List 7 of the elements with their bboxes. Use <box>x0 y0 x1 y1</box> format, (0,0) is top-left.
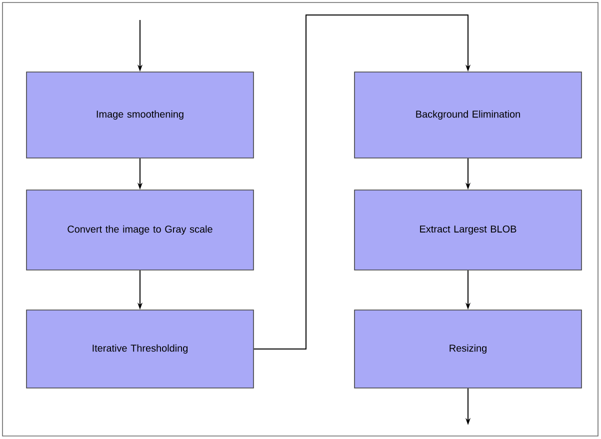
process-box: Convert the image to Gray scale <box>26 190 254 270</box>
arrow <box>253 14 471 350</box>
process-box: Image smoothening <box>26 72 254 158</box>
process-box: Iterative Thresholding <box>26 310 254 388</box>
process-box: Resizing <box>354 310 582 388</box>
process-box: Background Elimination <box>354 72 582 158</box>
process-box: Extract Largest BLOB <box>354 190 582 270</box>
